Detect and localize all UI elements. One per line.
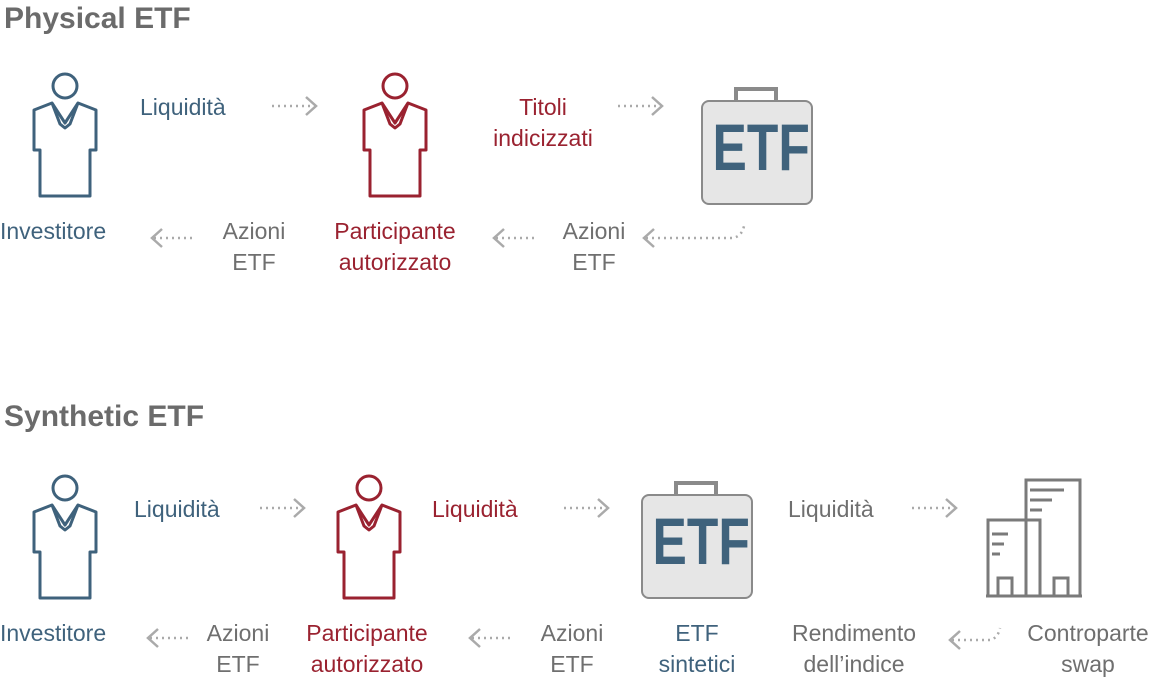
cash-label: Liquidità <box>788 496 874 522</box>
cash-label: Liquidità <box>140 94 226 120</box>
investor-label: Investitore <box>0 620 107 646</box>
participant-person-icon <box>336 474 402 600</box>
shares-label: Azioni ETF <box>206 620 270 677</box>
etf-briefcase-icon <box>641 481 753 599</box>
investor-person-icon <box>32 474 98 600</box>
synthetic-etf-heading: Synthetic ETF <box>4 400 205 433</box>
arrow-right-icon <box>912 498 958 518</box>
synthetic-etf-label: ETF sintetici <box>658 620 736 677</box>
index-return-label: Rendimento dell’indice <box>791 620 917 677</box>
building-icon <box>986 478 1082 598</box>
arrow-right-icon <box>618 96 664 116</box>
participant-label: Participante autorizzato <box>334 218 456 275</box>
cash-label: Liquidità <box>432 496 518 522</box>
shares-label: Azioni ETF <box>540 620 604 677</box>
arrow-left-icon <box>468 628 514 648</box>
participant-label: Participante autorizzato <box>306 620 428 677</box>
shares-label: Azioni ETF <box>222 218 286 275</box>
swap-counterparty-label: Controparte swap <box>1027 620 1149 677</box>
arrow-right-icon <box>260 498 306 518</box>
physical-etf-heading: Physical ETF <box>4 2 191 35</box>
arrow-left-icon <box>492 228 538 248</box>
arrow-left-icon <box>146 628 192 648</box>
etf-briefcase-label: ETF <box>712 110 810 184</box>
arrow-right-icon <box>564 498 610 518</box>
shares-label: Azioni ETF <box>562 218 626 275</box>
curved-arrow-left-icon <box>948 627 1002 650</box>
cash-label: Liquidità <box>134 496 220 522</box>
etf-briefcase-icon <box>701 87 813 205</box>
investor-person-icon <box>32 72 98 198</box>
arrow-left-icon <box>150 228 196 248</box>
arrow-right-icon <box>272 96 318 116</box>
curved-arrow-left-icon <box>642 225 746 248</box>
securities-label: Titoli indicizzati <box>493 94 593 151</box>
participant-person-icon <box>362 72 428 198</box>
investor-label: Investitore <box>0 218 107 244</box>
etf-briefcase-label: ETF <box>652 504 750 578</box>
